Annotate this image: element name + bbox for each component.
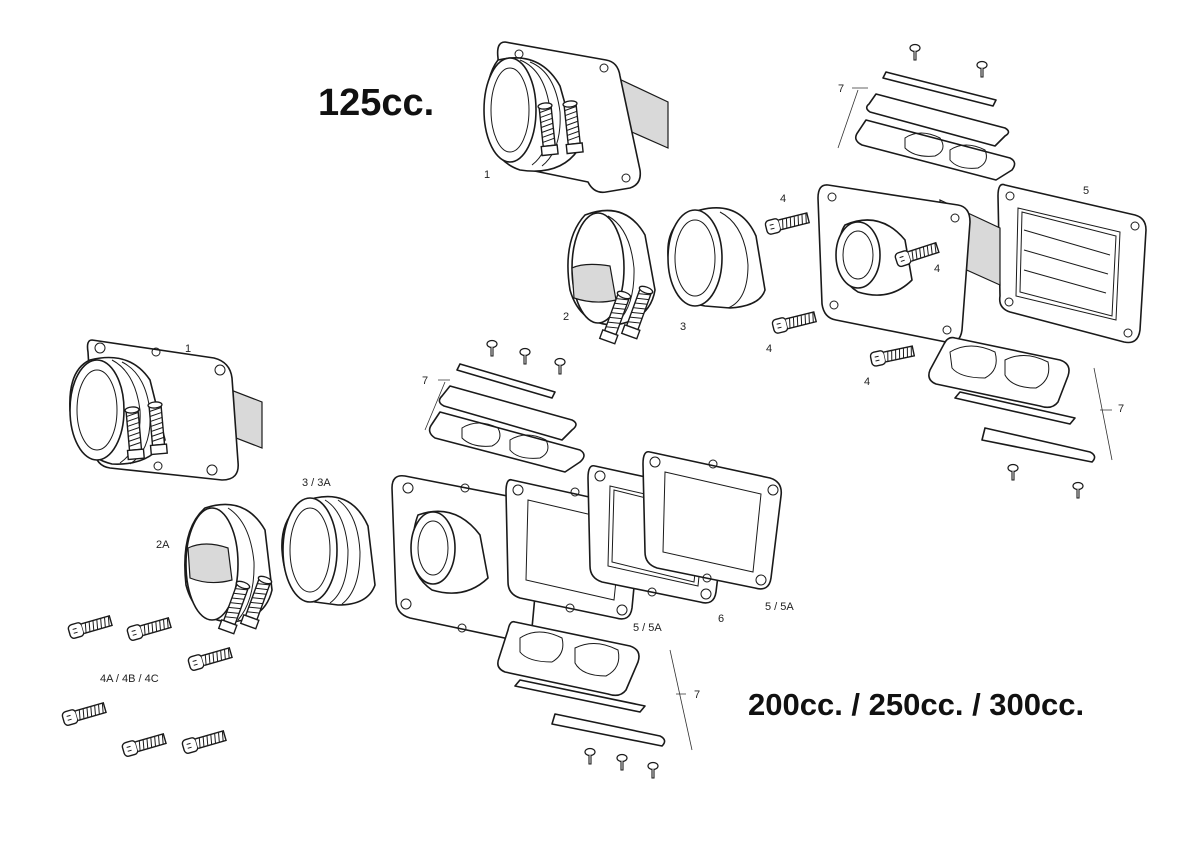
part-7-gasket-stack-top xyxy=(854,43,1016,181)
bolt-4abc-3 xyxy=(186,645,234,672)
label-4-c: 4 xyxy=(766,343,772,355)
part-5-5a-gasket-frame-b xyxy=(642,450,783,590)
bolt-4abc-2 xyxy=(125,615,173,642)
label-6: 6 xyxy=(718,613,724,625)
part-7-gasket-stack-bottom-left xyxy=(428,339,585,473)
label-5-5a-b: 5 / 5A xyxy=(765,601,794,613)
part-2a-clamp-bottom xyxy=(184,503,275,635)
part-7-gasket-stack-right xyxy=(928,336,1096,499)
leader-7-bottom xyxy=(669,649,693,751)
bolt-4-a xyxy=(763,210,811,236)
part-1-manifold-top xyxy=(483,41,669,194)
bolt-4abc-5 xyxy=(120,731,168,758)
part-1-manifold-bottom xyxy=(69,339,263,481)
leader-7-right xyxy=(1093,367,1113,461)
part-5-reed-cage-top xyxy=(997,183,1147,344)
label-4-b: 4 xyxy=(934,263,940,275)
label-1-bottom: 1 xyxy=(185,343,191,355)
part-2-clamp-top xyxy=(567,209,656,345)
label-7-bottom: 7 xyxy=(694,689,700,701)
label-5-top: 5 xyxy=(1083,185,1089,197)
label-3-3a: 3 / 3A xyxy=(302,477,331,489)
bolt-4abc-1 xyxy=(66,613,114,640)
heading-125cc: 125cc. xyxy=(318,82,434,124)
leader-7-top xyxy=(837,87,868,149)
label-7-right: 7 xyxy=(1118,403,1124,415)
bolt-4-c xyxy=(869,343,916,368)
bolt-4abc-6 xyxy=(180,728,228,755)
label-5-5a-a: 5 / 5A xyxy=(633,622,662,634)
label-7-top: 7 xyxy=(838,83,844,95)
label-3-top: 3 xyxy=(680,321,686,333)
label-1-top: 1 xyxy=(484,169,490,181)
bolt-4abc-4 xyxy=(60,700,108,727)
label-4-a: 4 xyxy=(780,193,786,205)
part-7-gasket-stack-bottom xyxy=(497,620,666,779)
label-4-d: 4 xyxy=(864,376,870,388)
label-4a-4b-4c: 4A / 4B / 4C xyxy=(100,673,159,685)
part-3-rubber-sleeve-top xyxy=(667,207,766,309)
part-3-3a-rubber-sleeve-bottom xyxy=(281,495,376,606)
heading-200-250-300cc: 200cc. / 250cc. / 300cc. xyxy=(748,687,1084,722)
leader-7-mid xyxy=(424,379,450,431)
label-7-mid: 7 xyxy=(422,375,428,387)
bolt-4-b xyxy=(770,309,818,335)
label-2a: 2A xyxy=(156,539,170,551)
part-4-reed-block-top xyxy=(817,184,1001,344)
label-2-top: 2 xyxy=(563,311,569,323)
